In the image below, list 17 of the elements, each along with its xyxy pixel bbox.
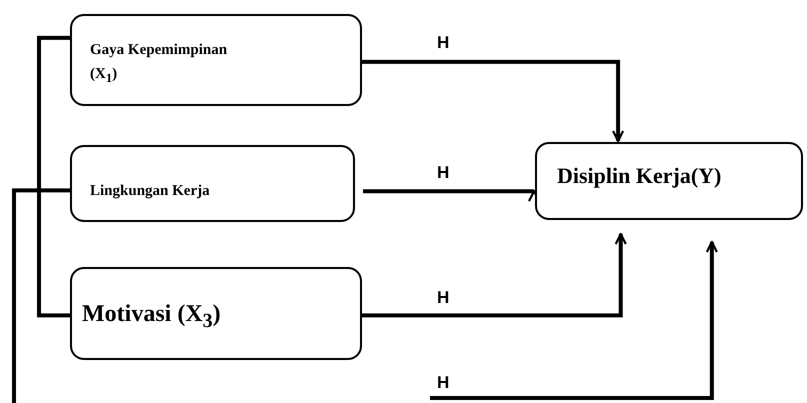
variable-box [535, 142, 803, 220]
edge-label: H [436, 164, 450, 181]
edge-label: H [436, 289, 450, 306]
variable-box [70, 267, 362, 360]
arrow [430, 240, 718, 400]
variable-box [70, 14, 362, 106]
variable-name: Lingkungan Kerja [90, 182, 210, 201]
variable-name: Gaya Kepemimpinan (X$_{1}$) [90, 41, 228, 87]
edge-label: H [436, 374, 450, 391]
variable-box [70, 145, 355, 222]
variable-name: Disiplin Kerja(Y) [557, 162, 722, 190]
variable-name: Motivasi (X$_{3}$) [82, 300, 221, 334]
arrow [362, 232, 627, 318]
connector-line [37, 36, 70, 318]
arrow [362, 60, 624, 142]
connector-line [12, 188, 70, 403]
edge-label: H [436, 34, 450, 51]
